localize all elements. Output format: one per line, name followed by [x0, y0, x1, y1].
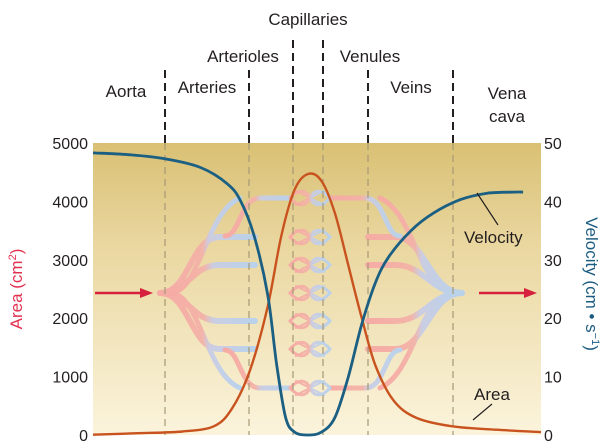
right-tick-label: 40 [544, 194, 562, 211]
right-tick-label: 10 [544, 370, 562, 387]
vessel-branch [167, 195, 243, 296]
flow-arrow-out [479, 288, 537, 298]
right-tick-label: 20 [544, 311, 562, 328]
left-tick-label: 5000 [52, 136, 88, 153]
right-tick-label: 50 [544, 136, 562, 153]
flow-arrow-in [95, 288, 153, 298]
segment-label-veins: Veins [390, 78, 432, 97]
segment-label-vena-cava-line2: cava [489, 107, 525, 126]
vessel-branch [222, 195, 293, 239]
vessel-branch [295, 229, 325, 245]
vessel-branch [377, 290, 458, 391]
vessel-branch [295, 380, 325, 396]
segment-label-vena-cava-line1: Vena [488, 84, 527, 103]
segment-label-arteries: Arteries [178, 78, 237, 97]
right-axis-title: Velocity (cm • s−1) [582, 217, 601, 351]
vessel-branch [327, 347, 403, 391]
segment-label-arterioles: Arterioles [207, 47, 279, 66]
right-tick-label: 0 [544, 428, 553, 445]
vessel-branch [295, 190, 325, 206]
vessel-branch [377, 195, 458, 296]
left-tick-label: 0 [79, 428, 88, 445]
segment-label-venules: Venules [340, 47, 401, 66]
vessel-branch [295, 313, 325, 329]
series-line-velocity [92, 151, 524, 437]
series-line-area [92, 172, 542, 436]
vessel-branch [295, 257, 325, 273]
vessel-branch [327, 195, 403, 239]
vessel-branch [295, 341, 325, 357]
left-tick-label: 3000 [52, 253, 88, 270]
vessel-branch [295, 285, 325, 301]
left-axis-ticks: 0 1000 2000 3000 4000 5000 [52, 136, 88, 445]
segment-dividers [164, 40, 454, 435]
right-axis-ticks: 0 10 20 30 40 50 [544, 136, 562, 445]
segment-labels: Aorta Arteries Arterioles Capillaries Ve… [106, 10, 527, 126]
left-tick-label: 1000 [52, 370, 88, 387]
left-tick-label: 2000 [52, 311, 88, 328]
right-tick-label: 30 [544, 253, 562, 270]
segment-label-aorta: Aorta [106, 82, 147, 101]
velocity-callout-leader [476, 192, 499, 226]
segment-label-capillaries: Capillaries [268, 10, 347, 29]
area-callout-leader [472, 403, 493, 421]
vessel-branch [222, 347, 293, 391]
vessel-branch [167, 290, 243, 391]
left-tick-label: 4000 [52, 194, 88, 211]
left-axis-title: Area (cm2) [7, 249, 26, 330]
velocity-callout-label: Velocity [464, 228, 523, 247]
area-callout-label: Area [474, 385, 510, 404]
